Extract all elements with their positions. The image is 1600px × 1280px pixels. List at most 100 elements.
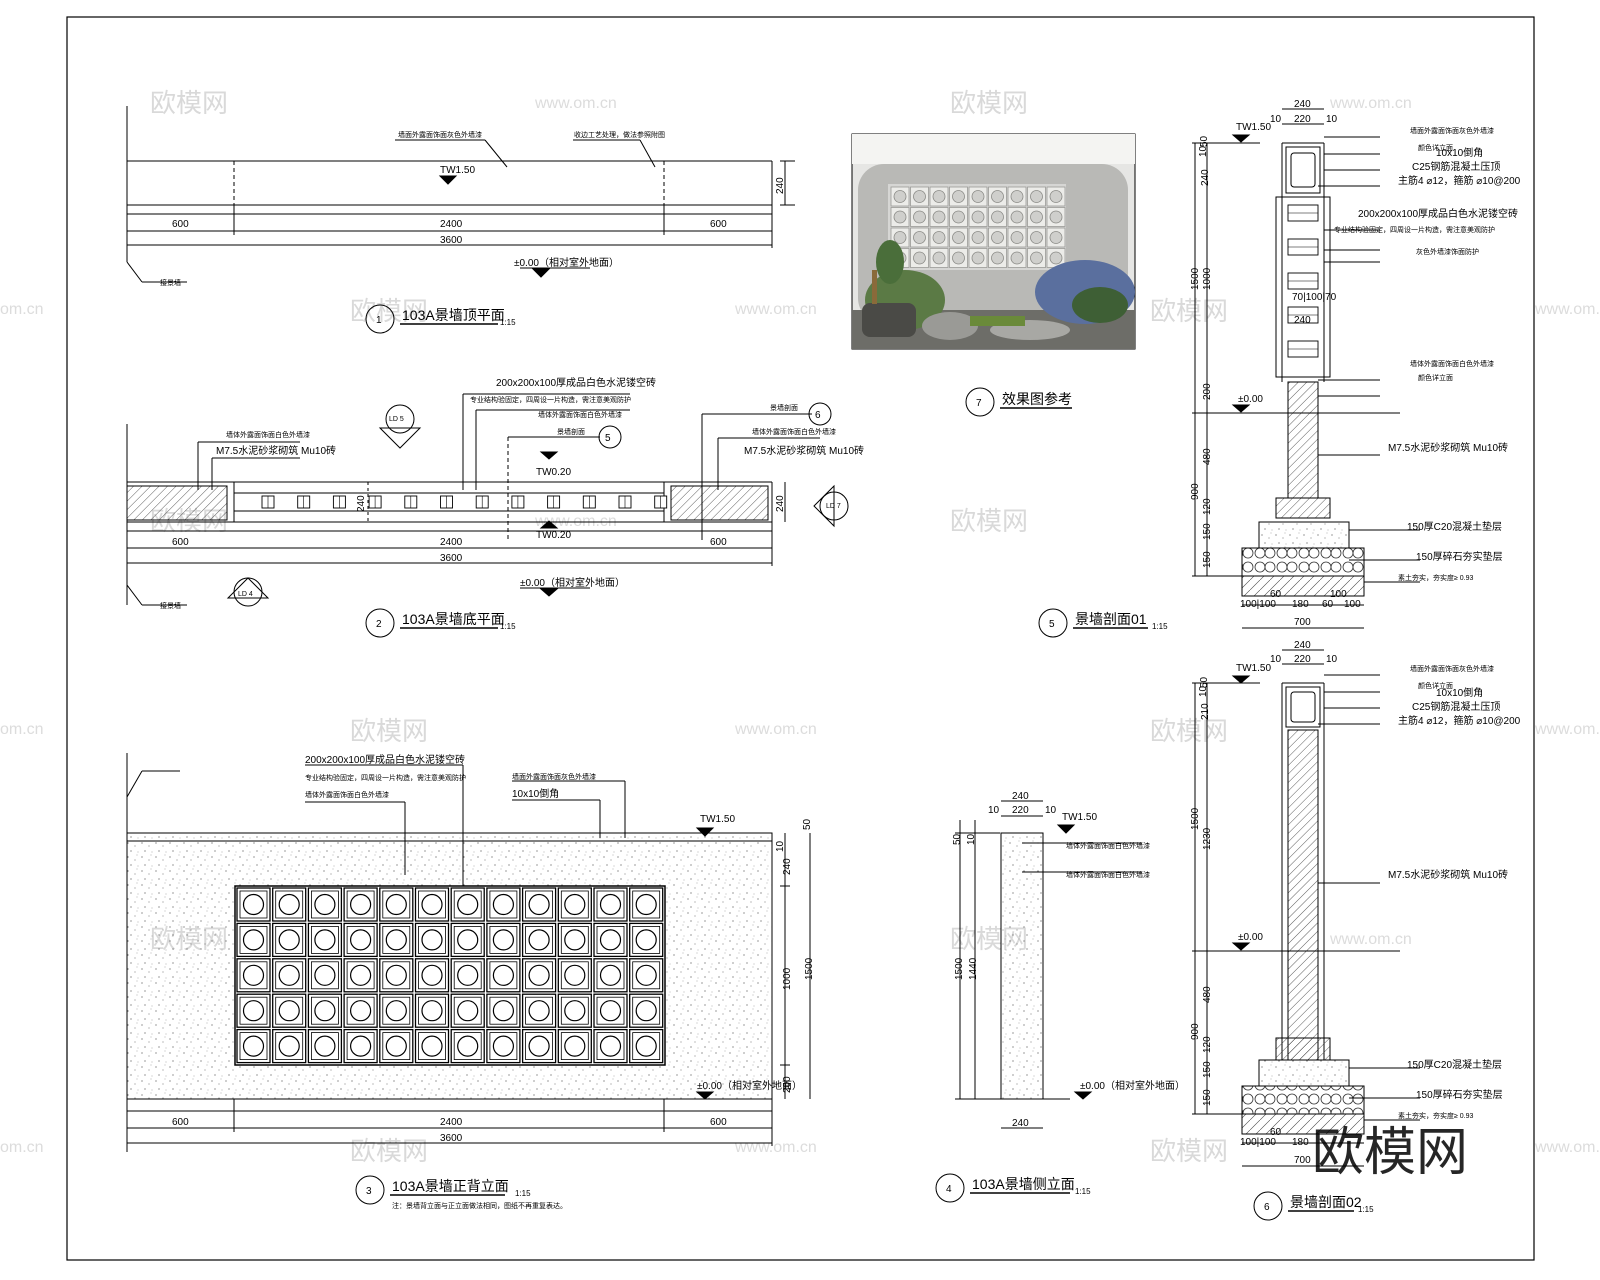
- breeze-block-inner: [382, 926, 411, 954]
- breeze-block-inner: [632, 1032, 661, 1060]
- breeze-block-hole: [350, 964, 372, 986]
- dimension-label: 1500: [954, 957, 965, 980]
- annotation-text: 200x200x100厚成品白色水泥镂空砖: [1358, 207, 1518, 220]
- render-block-hole: [893, 210, 907, 224]
- breeze-block-hole: [564, 1000, 586, 1022]
- render-block-hole: [971, 251, 985, 265]
- dimension-label: 600: [172, 537, 189, 548]
- breeze-block-inner: [632, 890, 661, 919]
- annotation-text: 主筋4 ⌀12，箍筋 ⌀10@200: [1398, 714, 1521, 727]
- dimension-label: 700: [1294, 617, 1311, 628]
- elevation-marker-label: LD 7: [826, 503, 841, 510]
- dimension-label: 150: [1202, 1061, 1213, 1078]
- render-block-hole: [952, 231, 965, 244]
- dimension-label: 3600: [440, 235, 463, 246]
- render-block-hole: [1010, 251, 1024, 265]
- breeze-block-hole: [278, 929, 300, 951]
- level-label: TW1.50: [1062, 812, 1097, 823]
- render-block-hole: [1049, 190, 1063, 203]
- breeze-block-hole: [635, 964, 657, 986]
- view-scale: 1:15: [1358, 1205, 1374, 1214]
- view-scale: 1:15: [500, 622, 516, 631]
- level-label: ±0.00（相对室外地面）: [697, 1079, 802, 1092]
- breeze-block-inner: [382, 996, 411, 1025]
- render-block-hole: [1049, 231, 1063, 244]
- breeze-block-hole: [492, 1035, 514, 1057]
- breeze-block-inner: [382, 961, 411, 990]
- breeze-block-inner: [560, 890, 589, 919]
- annotation-text: 景墙剖面: [770, 403, 798, 412]
- breeze-block-inner: [310, 890, 339, 919]
- level-label: ±0.00: [1238, 394, 1263, 405]
- breeze-block-hole: [385, 964, 407, 986]
- annotation-text: 墙面外露面饰面灰色外墙漆: [512, 772, 596, 781]
- view-number-bubble: [965, 387, 995, 417]
- dimension-label: 150: [1202, 1089, 1213, 1106]
- breeze-block: [557, 993, 592, 1028]
- breeze-block-inner: [418, 926, 446, 954]
- breeze-block-hole: [599, 929, 622, 951]
- breeze-block-hole: [278, 893, 300, 916]
- render-block-hole: [991, 251, 1004, 265]
- render-block-hole: [913, 190, 926, 203]
- level-label: TW1.50: [440, 165, 475, 176]
- render-block-hole: [932, 190, 946, 203]
- breeze-block-hole: [457, 893, 479, 916]
- annotation-text: 墙体外露面饰面白色外墙漆: [1410, 359, 1494, 368]
- breeze-block-hole: [528, 929, 550, 951]
- watermark-brand: 欧模网: [350, 716, 428, 746]
- breeze-block-hole: [314, 893, 336, 916]
- render-block-hole: [991, 210, 1004, 224]
- dimension-label: 1440: [968, 957, 979, 980]
- dimension-label: 60: [1270, 1127, 1282, 1138]
- annotation-text: 景墙剖面: [557, 427, 585, 436]
- breeze-block-inner: [596, 1032, 625, 1060]
- annotation-text: M7.5水泥砂浆砌筑 Mu10砖: [1388, 441, 1508, 454]
- dimension-label: 2400: [440, 219, 463, 230]
- watermark-brand: 欧模网: [1150, 1136, 1228, 1166]
- dimension-label: 1500: [1190, 267, 1201, 290]
- watermark-url: www.om.cn: [1329, 931, 1412, 948]
- breeze-block-inner: [346, 890, 375, 919]
- dimension-label: 10: [1270, 114, 1282, 125]
- annotation-text: 主筋4 ⌀12，箍筋 ⌀10@200: [1398, 174, 1521, 187]
- level-label: TW1.50: [700, 814, 735, 825]
- breeze-block-hole: [457, 929, 479, 951]
- view-number: 3: [366, 1186, 372, 1197]
- watermark-brand: 欧模网: [1150, 296, 1228, 326]
- annotation-text: 墙体外露面饰面白色外墙漆: [1066, 870, 1150, 879]
- breeze-block-inner: [346, 1032, 375, 1060]
- dimension-label: 10: [1326, 654, 1338, 665]
- elevation-marker-label: LD 5: [389, 416, 404, 423]
- breeze-block-inner: [239, 890, 268, 919]
- annotation-text: C25钢筋混凝土压顶: [1412, 700, 1500, 713]
- dimension-label: 150: [1202, 523, 1213, 540]
- view-title: 103A景墙正背立面: [392, 1178, 509, 1194]
- view-number: 4: [946, 1184, 952, 1195]
- annotation-text: 墙面外露面饰面灰色外墙漆: [1410, 664, 1494, 673]
- breeze-block-inner: [275, 890, 304, 919]
- watermark-url: om.cn: [0, 1139, 44, 1156]
- annotation-text: 素土夯实，夯实度≥ 0.93: [1398, 573, 1474, 582]
- breeze-block-hole: [421, 929, 443, 951]
- breeze-block-inner: [382, 890, 411, 919]
- watermark-brand: 欧模网: [950, 88, 1028, 118]
- dimension-label: 50: [1199, 676, 1210, 688]
- dimension-label: 2400: [440, 537, 463, 548]
- breeze-block-inner: [560, 1032, 589, 1060]
- annotation-text: 颜色详立面: [1418, 681, 1453, 690]
- breeze-block-hole: [564, 929, 586, 951]
- annotation-text: 颜色详立面: [1418, 373, 1453, 382]
- render-block-hole: [952, 190, 965, 203]
- render-block-hole: [952, 210, 965, 224]
- breeze-block-inner: [346, 926, 375, 954]
- breeze-block-inner: [453, 926, 482, 954]
- dimension-label: 900: [1190, 483, 1201, 500]
- breeze-block-hole: [528, 1000, 550, 1022]
- view-title: 103A景墙底平面: [402, 611, 505, 627]
- dimension-label: 120: [1202, 1036, 1213, 1053]
- level-label: ±0.00（相对室外地面）: [514, 256, 619, 269]
- breeze-block-hole: [528, 893, 550, 916]
- breeze-block-hole: [278, 1035, 300, 1057]
- dimension-label: 180: [1292, 1137, 1309, 1148]
